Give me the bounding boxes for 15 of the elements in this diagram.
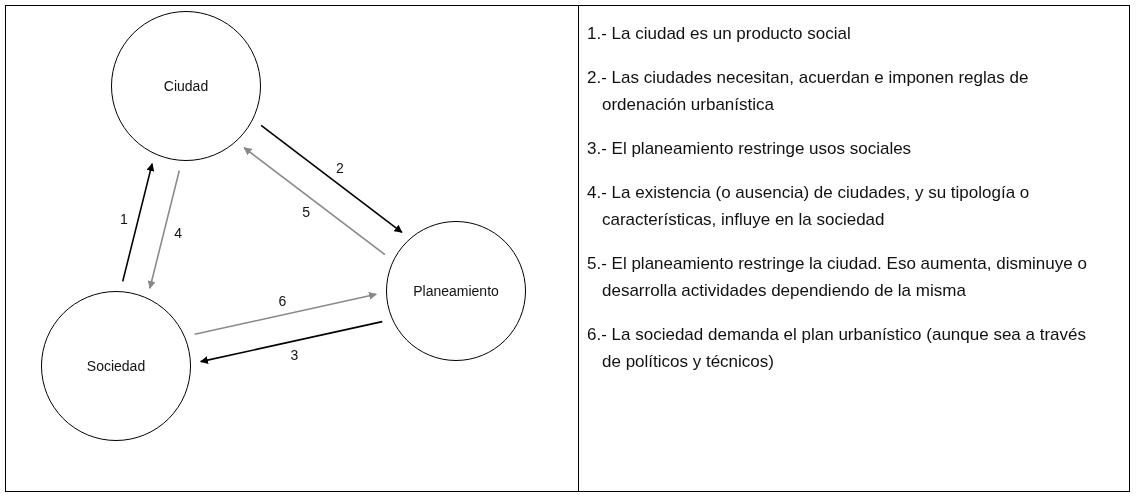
list-item: 1.- La ciudad es un producto social bbox=[587, 23, 852, 45]
list-item: 4.- La existencia (o ausencia) de ciudades, y su tipología o características, influye en la sociedad bbox=[587, 182, 1031, 231]
node-label: Sociedad bbox=[86, 358, 146, 374]
node-label: Ciudad bbox=[163, 78, 209, 94]
list-item: 6.- La sociedad demanda el plan urbanístico (aunque sea a través de políticos y técnicos) bbox=[587, 324, 1087, 373]
arrow bbox=[243, 146, 386, 256]
list-item: 2.- Las ciudades necesitan, acuerdan e imponen reglas de ordenación urbanística bbox=[587, 67, 1030, 116]
arrow bbox=[121, 163, 155, 283]
arrow bbox=[147, 169, 181, 289]
node-label: Planeamiento bbox=[413, 283, 499, 299]
arrow bbox=[260, 124, 403, 234]
arrow bbox=[193, 291, 378, 336]
list-item: 3.- El planeamiento restringe usos sociales bbox=[587, 138, 913, 160]
arrow bbox=[199, 320, 384, 364]
list-item: 5.- El planeamiento restringe la ciudad. Eso aumenta, disminuye o desarrolla actividades dependiendo de la misma bbox=[587, 253, 1088, 302]
